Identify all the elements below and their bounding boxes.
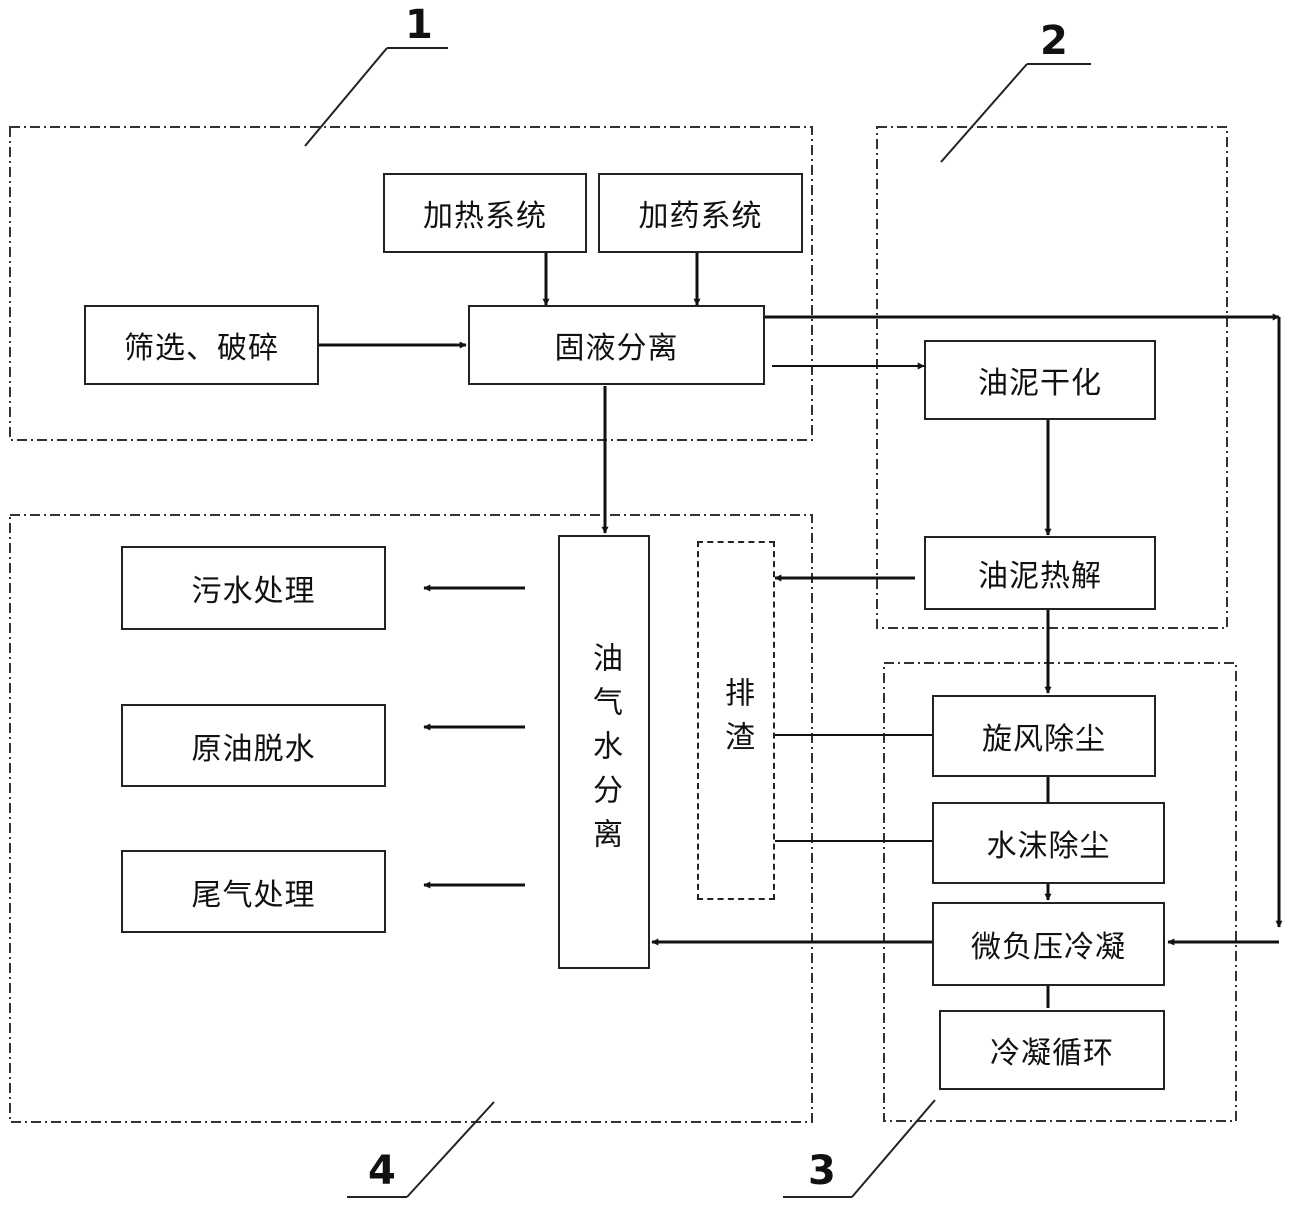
crude-oil-dehydration-box: 原油脱水	[121, 704, 386, 787]
region-1-frame	[9, 126, 813, 441]
water-mist-dust-removal-box: 水沫除尘	[932, 802, 1165, 884]
slag-discharge-box: 排渣	[697, 541, 775, 900]
leader-4	[406, 1101, 495, 1198]
region-number-1: 1	[405, 2, 433, 48]
region-2-frame	[876, 126, 1228, 629]
solid-liquid-separation-box: 固液分离	[468, 305, 765, 385]
cyclone-dust-removal-box: 旋风除尘	[932, 695, 1156, 777]
sludge-pyrolysis-box: 油泥热解	[924, 536, 1156, 610]
oil-gas-water-separation-box: 油气水分离	[558, 535, 650, 969]
tail-gas-treatment-box: 尾气处理	[121, 850, 386, 933]
sludge-drying-box: 油泥干化	[924, 340, 1156, 420]
heating-system-box: 加热系统	[383, 173, 587, 253]
leader-2	[940, 63, 1028, 163]
dosing-system-box: 加药系统	[598, 173, 803, 253]
region-number-3: 3	[808, 1148, 836, 1194]
condensation-cycle-box: 冷凝循环	[939, 1010, 1165, 1090]
region-number-4: 4	[368, 1148, 396, 1194]
sewage-treatment-box: 污水处理	[121, 546, 386, 630]
leader-1	[304, 47, 388, 147]
screening-crushing-box: 筛选、破碎	[84, 305, 319, 385]
micro-negative-pressure-condensation-box: 微负压冷凝	[932, 902, 1165, 986]
region-4-frame	[9, 514, 813, 1123]
region-number-2: 2	[1040, 18, 1068, 64]
leader-3	[851, 1099, 936, 1198]
region-3-frame	[883, 662, 1237, 1122]
